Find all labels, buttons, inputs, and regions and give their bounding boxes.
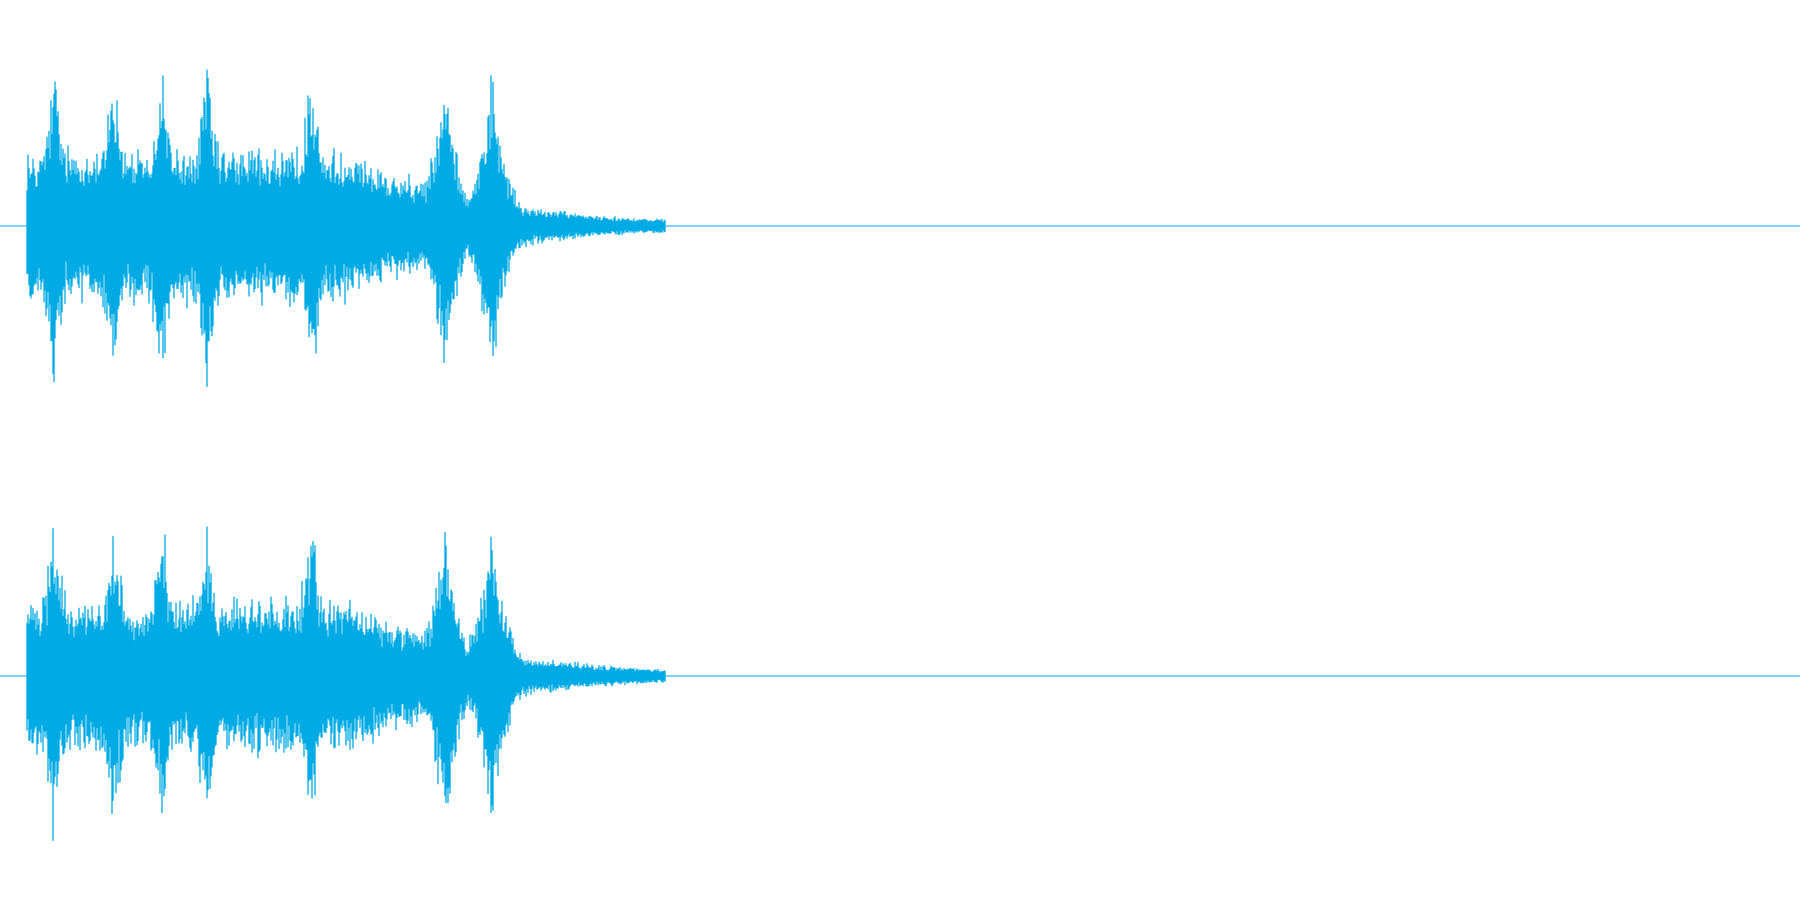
waveform-channel-right: [0, 526, 1800, 841]
waveform-signal: [26, 69, 666, 387]
waveform-signal: [26, 526, 666, 841]
waveform-channel-left: [0, 69, 1800, 387]
